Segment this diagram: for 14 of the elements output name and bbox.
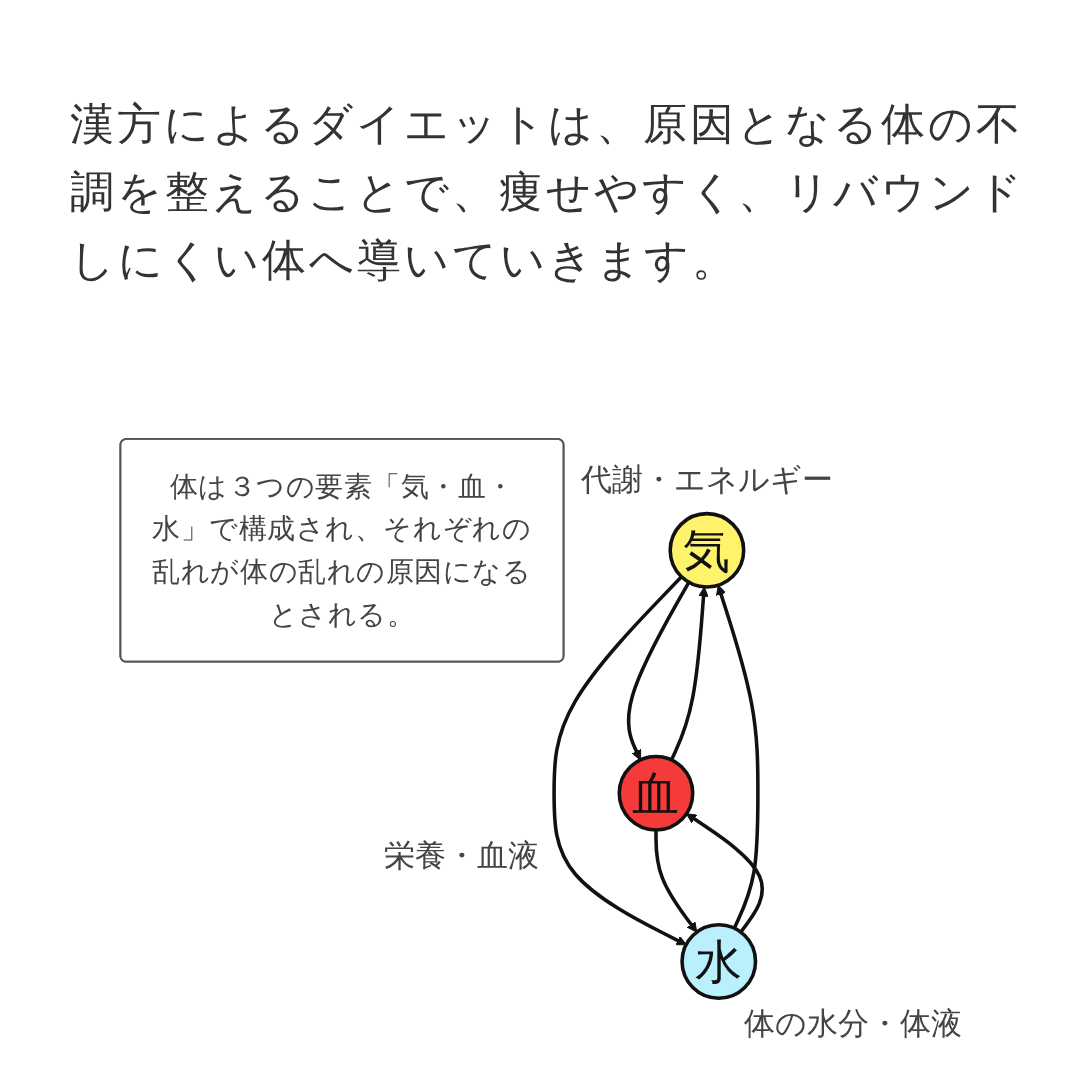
circle-node: 血	[617, 754, 695, 832]
curved-arrow	[716, 584, 760, 929]
curved-arrow	[552, 575, 687, 946]
curved-arrow	[686, 813, 764, 934]
circle-node: 気	[668, 511, 746, 589]
node-caption: 体の水分・体液	[743, 1004, 962, 1041]
circle-node: 水	[680, 923, 758, 1001]
curved-arrow	[669, 586, 709, 761]
note-box: 体は３つの要素「気・血・水」で構成され、それぞれの乱れが体の乱れの原因になるとされる。	[119, 438, 565, 663]
node-caption: 代謝・エネルギー	[580, 460, 833, 497]
curved-arrow	[626, 581, 691, 761]
curved-arrow	[654, 830, 698, 933]
node-caption: 栄養・血液	[383, 836, 539, 873]
heading: 漢方によるダイエットは、原因となる体の不調を整えることで、痩せやすく、リバウンドしにくい体へ導いていきます。	[70, 97, 1026, 287]
